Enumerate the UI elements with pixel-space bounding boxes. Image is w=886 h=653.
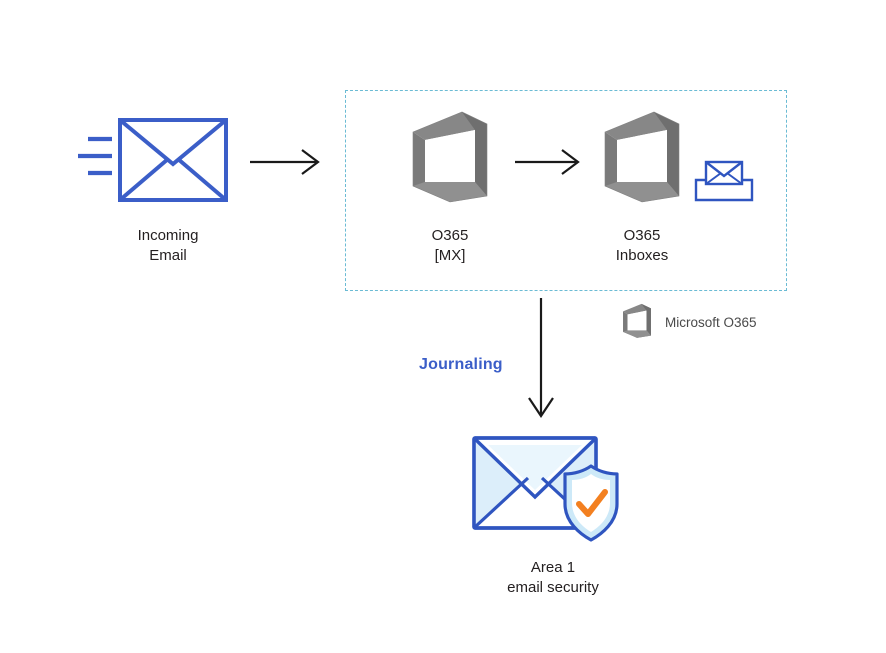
node-o365-mx [405,110,495,210]
node-o365-inboxes [597,110,687,210]
edge-label-journaling: Journaling [419,356,503,373]
envelope-icon [78,118,228,202]
office-365-logo-icon [412,111,488,203]
office-365-logo-icon [623,303,651,338]
node-incoming-email-label: Incoming Email [137,227,199,264]
legend: Microsoft O365 [620,300,830,344]
node-area1-email-security-label: Area 1 email security [507,559,599,596]
node-o365-inboxes-label: O365 Inboxes [615,227,669,264]
motion-lines-icon [78,136,112,176]
o365-boundary-group [345,90,787,291]
node-area1-email-security [468,432,636,548]
edge-mx-to-inboxes [515,142,590,182]
legend-label-microsoft-o365: Microsoft O365 [665,314,757,330]
shielded-envelope-icon [472,436,619,542]
shield-check-icon [563,464,619,542]
edge-incoming-to-mx [250,142,330,182]
node-o365-mx-label: O365 [MX] [431,227,469,264]
office-365-logo-icon [604,111,680,203]
node-incoming-email [68,112,268,212]
inbox-tray-envelope-icon [694,160,754,202]
legend-item-microsoft-o365: Microsoft O365 [620,302,757,342]
node-o365-inboxes-badge [694,158,754,204]
edge-inboxes-to-area1 [520,298,570,424]
